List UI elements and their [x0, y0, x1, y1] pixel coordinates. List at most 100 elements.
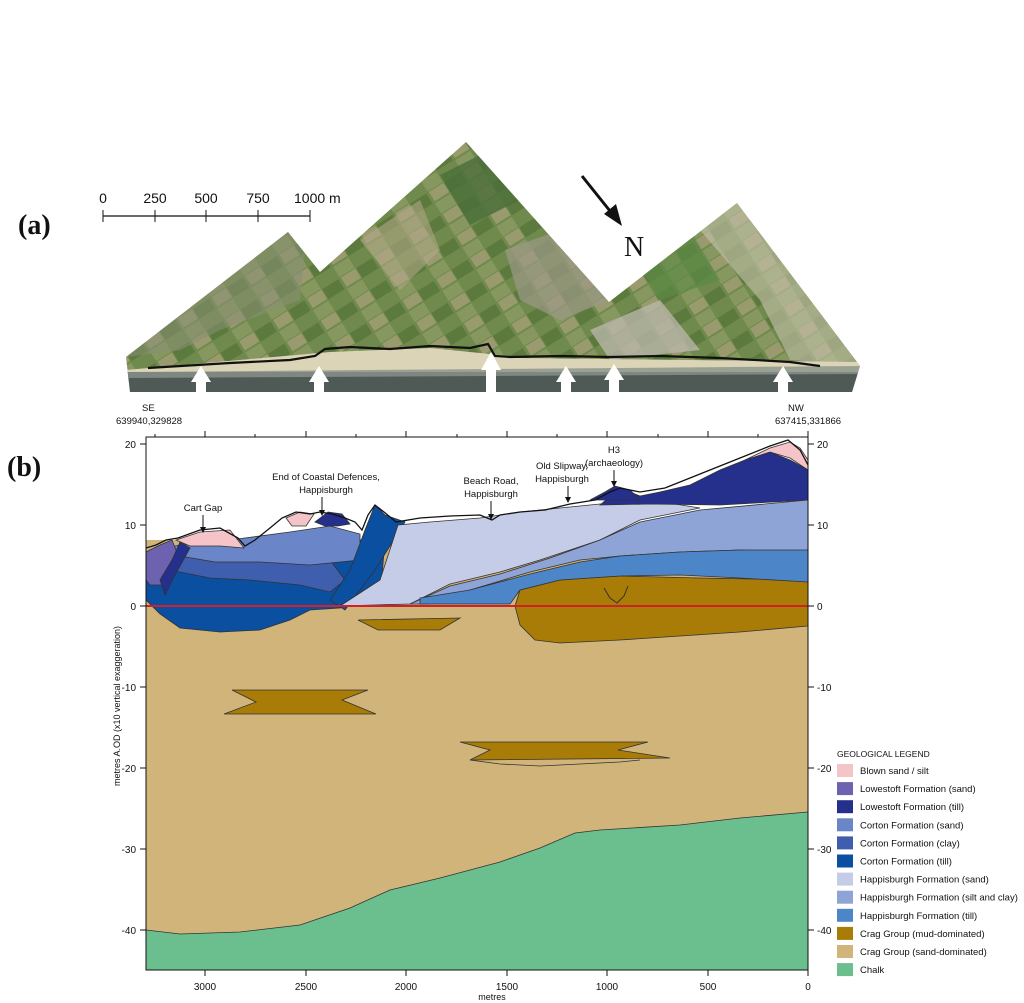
y-tick-left-20: 20 — [125, 440, 137, 451]
legend-title: GEOLOGICAL LEGEND — [837, 749, 930, 759]
panel-a-label: (a) — [18, 210, 51, 241]
se-coord: 639940,329828 — [116, 416, 182, 427]
scale-tick-1000: 1000 m — [294, 190, 341, 206]
y-ticks-left — [140, 443, 146, 931]
panel-b-label: (b) — [7, 452, 41, 483]
legend-label: Lowestoft Formation (sand) — [860, 784, 976, 795]
aerial-photo — [126, 142, 860, 392]
annotation-h3-1: H3 — [608, 445, 620, 456]
y-tick-left-10: 10 — [125, 521, 137, 532]
legend-item: Happisburgh Formation (sand) — [837, 872, 989, 886]
legend-label: Crag Group (mud-dominated) — [860, 929, 985, 940]
y-tick-right-20: 20 — [817, 440, 829, 451]
crag-mud-lens — [357, 617, 462, 631]
legend-item: Crag Group (mud-dominated) — [837, 926, 985, 940]
scale-bar: 0 250 500 750 1000 m — [99, 190, 341, 222]
crag-mud-lens — [459, 741, 671, 761]
annotation-slipway-1: Old Slipway, — [536, 461, 588, 472]
y-tick-right-neg30: -30 — [817, 845, 832, 856]
legend-swatch — [837, 764, 853, 777]
x-tick-3000: 3000 — [194, 982, 217, 993]
legend-swatch — [837, 872, 853, 886]
up-arrow-icon — [604, 364, 624, 400]
nw-coord: 637415,331866 — [775, 416, 841, 427]
legend-label: Corton Formation (till) — [860, 857, 952, 868]
y-axis-label: metres A.OD (x10 vertical exaggeration) — [112, 626, 122, 786]
plot-frame — [145, 436, 809, 971]
x-tick-2500: 2500 — [295, 982, 318, 993]
up-arrow-icon — [481, 352, 501, 400]
x-tick-2000: 2000 — [395, 982, 418, 993]
legend-label: Lowestoft Formation (till) — [860, 802, 964, 813]
legend-label: Happisburgh Formation (silt and clay) — [860, 893, 1018, 904]
location-arrows — [191, 352, 793, 400]
site-annotations: Cart Gap End of Coastal Defences, Happis… — [184, 445, 643, 533]
legend-item: Chalk — [837, 963, 885, 977]
x-tick-1000: 1000 — [596, 982, 619, 993]
bottom-ticks — [204, 970, 809, 976]
y-tick-left-0: 0 — [130, 602, 136, 613]
blown-sand-layer — [744, 441, 808, 471]
scale-tick-500: 500 — [194, 190, 218, 206]
se-label: SE — [142, 403, 155, 414]
legend-swatch — [837, 782, 853, 796]
crag-mud-lens — [223, 689, 377, 715]
annotation-cart-gap: Cart Gap — [184, 503, 223, 514]
legend-swatch — [837, 926, 853, 940]
legend-item: Lowestoft Formation (sand) — [837, 782, 976, 796]
y-tick-right-neg10: -10 — [817, 683, 832, 694]
legend-item: Lowestoft Formation (till) — [837, 800, 964, 814]
y-tick-right-0: 0 — [817, 602, 823, 613]
lowestoft-till-layer — [314, 511, 351, 527]
annotation-beach-road-2: Happisburgh — [464, 489, 518, 500]
annotation-coastal-defences-1: End of Coastal Defences, — [272, 472, 380, 483]
happisburgh-till-layer — [419, 549, 808, 605]
y-tick-right-10: 10 — [817, 521, 829, 532]
blown-sand-layer — [174, 529, 245, 549]
legend-swatch — [837, 836, 853, 850]
annotation-beach-road-1: Beach Road, — [464, 476, 519, 487]
legend-swatch — [837, 818, 853, 832]
h3-mound — [589, 485, 641, 501]
cliff-line — [147, 342, 821, 370]
up-arrow-icon — [309, 366, 329, 400]
y-tick-left-neg40: -40 — [122, 926, 137, 937]
ground-profile — [146, 439, 808, 549]
legend-label: Happisburgh Formation (till) — [860, 911, 977, 922]
legend-item: Happisburgh Formation (till) — [837, 908, 977, 922]
legend-item: Blown sand / silt — [837, 764, 929, 777]
scale-tick-750: 750 — [246, 190, 270, 206]
x-tick-500: 500 — [700, 982, 717, 993]
north-arrow: N — [580, 175, 644, 263]
legend-item: Corton Formation (clay) — [837, 836, 960, 850]
up-arrow-icon — [556, 366, 576, 400]
legend-item: Crag Group (sand-dominated) — [837, 945, 987, 958]
legend-label: Crag Group (sand-dominated) — [860, 947, 987, 958]
geological-legend: GEOLOGICAL LEGEND Blown sand / siltLowes… — [837, 749, 1018, 977]
annotation-coastal-defences-2: Happisburgh — [299, 485, 353, 496]
cross-section — [146, 439, 808, 970]
legend-swatch — [837, 908, 853, 922]
lowestoft-till-layer — [159, 541, 191, 597]
y-tick-left-neg20: -20 — [122, 764, 137, 775]
top-ticks — [154, 431, 809, 437]
north-label: N — [624, 232, 644, 263]
scale-tick-0: 0 — [99, 190, 107, 206]
x-tick-0: 0 — [805, 982, 811, 993]
up-arrow-icon — [773, 366, 793, 400]
y-ticks-right — [808, 443, 814, 931]
legend-label: Corton Formation (sand) — [860, 820, 963, 831]
legend-label: Corton Formation (clay) — [860, 838, 960, 849]
x-tick-1500: 1500 — [496, 982, 519, 993]
annotation-slipway-2: Happisburgh — [535, 474, 589, 485]
x-axis-label: metres — [478, 992, 506, 1002]
y-tick-right-neg40: -40 — [817, 926, 832, 937]
legend-swatch — [837, 963, 853, 977]
annotation-h3-2: (archaeology) — [585, 458, 643, 469]
legend-label: Blown sand / silt — [860, 766, 929, 777]
legend-label: Happisburgh Formation (sand) — [860, 875, 989, 886]
legend-label: Chalk — [860, 965, 885, 976]
y-tick-left-neg30: -30 — [122, 845, 137, 856]
happisburgh-silt-layer — [409, 499, 808, 605]
